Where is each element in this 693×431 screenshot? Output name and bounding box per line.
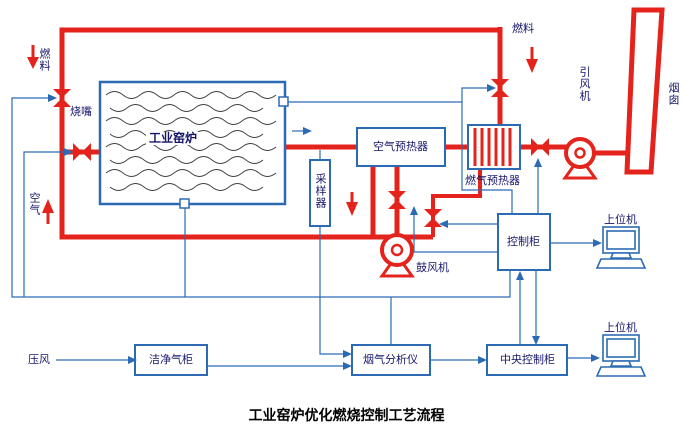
- pipe-hot-air-header: [59, 152, 433, 240]
- label-blower: 鼓风机: [416, 262, 449, 274]
- diagram-title: 工业窑炉优化燃烧控制工艺流程: [248, 407, 445, 423]
- label-fuel-right: 燃料: [512, 23, 534, 35]
- label-burner: 烧嘴: [70, 106, 92, 118]
- valve-burner-icon: [73, 143, 91, 161]
- central-control-box: [486, 344, 568, 376]
- clean-gas-box: [134, 344, 208, 376]
- air-arrow-icon: [42, 199, 54, 213]
- arrow-cleangas-icon: [343, 362, 352, 370]
- arrow-analyzer-icon: [478, 356, 487, 364]
- label-gas-preheater: 燃气预热器: [465, 175, 520, 187]
- arrow-valve-fuelleft-icon: [48, 94, 57, 102]
- red-flow-arrows: [27, 45, 538, 224]
- arrow-host2-icon: [591, 354, 600, 362]
- label-compressed-air: 压风: [28, 354, 50, 366]
- gas-preheater-box: [467, 124, 521, 170]
- label-control-cabinet: 控制柜: [507, 236, 540, 248]
- arrow-valve-flue-icon: [534, 158, 542, 167]
- label-flue-gas-analyzer: 烟气分析仪: [363, 354, 418, 366]
- label-air-preheater: 空气预热器: [373, 141, 428, 153]
- label-sampler: 采样器: [314, 173, 326, 209]
- arrow-down-central-icon: [532, 336, 540, 345]
- flue-flow-arrow-icon: [303, 127, 312, 135]
- valve-flue-icon: [531, 138, 549, 156]
- chimney-icon: [624, 7, 665, 175]
- flame-pattern: [105, 91, 277, 191]
- arrow-host1-icon: [593, 239, 602, 247]
- computer-icon-bottom: [595, 334, 647, 377]
- valve-gas-icon: [424, 209, 442, 227]
- blower-icon: [379, 233, 415, 278]
- label-chimney: 烟囱: [667, 82, 679, 106]
- valve-fuel-left-icon: [53, 89, 71, 107]
- arrow-valve-blower-icon: [410, 206, 418, 215]
- arrow-valve-gas-icon: [439, 220, 448, 228]
- label-fuel-left: 燃料: [38, 48, 50, 72]
- fuel-right-arrow-icon: [526, 59, 538, 73]
- valve-blower-icon: [388, 191, 406, 209]
- label-host-computer-top: 上位机: [604, 214, 637, 226]
- arrow-up-control-icon: [516, 271, 524, 280]
- label-central-control-cabinet: 中央控制柜: [500, 354, 555, 366]
- label-induced-fan: 引风机: [578, 66, 590, 102]
- valves: [53, 79, 549, 227]
- signal-lines: [11, 84, 602, 370]
- furnace-side-sensor-icon: [278, 96, 289, 107]
- induced-fan-icon: [562, 137, 598, 180]
- hot-air-arrow-icon: [346, 202, 358, 216]
- control-cabinet-box: [497, 213, 551, 271]
- label-air: 空气: [28, 192, 40, 216]
- arrow-valve-burner-icon: [64, 148, 73, 156]
- arrow-valve-fuelright-icon: [487, 84, 496, 92]
- valve-fuel-right-icon: [491, 79, 509, 97]
- computer-icon-top: [595, 226, 647, 269]
- furnace-bottom-sensor-icon: [179, 198, 190, 209]
- label-clean-gas-cabinet: 洁净气柜: [149, 354, 193, 366]
- arrow-pressure-icon: [128, 356, 137, 364]
- arrow-sample-icon: [343, 350, 352, 358]
- air-preheater-box: [356, 127, 446, 167]
- label-furnace: 工业窑炉: [146, 132, 201, 145]
- label-host-computer-bottom: 上位机: [604, 322, 637, 334]
- fuel-left-arrow-icon: [27, 57, 39, 69]
